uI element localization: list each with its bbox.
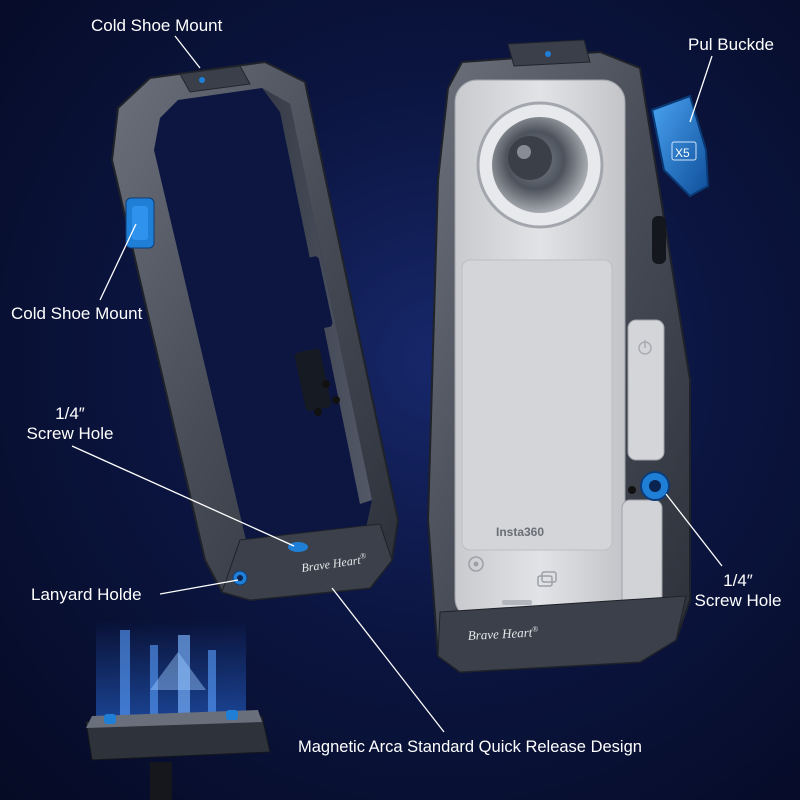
screw-hole-left-text: Screw Hole — [26, 424, 114, 443]
quick-release-label: Magnetic Arca Standard Quick Release Des… — [298, 738, 642, 756]
screw-hole-right-label: 1/4″ Screw Hole — [686, 571, 790, 611]
lanyard-label: Lanyard Holde — [31, 585, 142, 604]
record-icon — [468, 556, 484, 572]
cold-shoe-side-label: Cold Shoe Mount — [11, 304, 143, 323]
left-cage: Brave Heart® — [110, 60, 400, 602]
screw-hole-left-size: 1/4″ — [55, 404, 85, 423]
cold-shoe-top-label: Cold Shoe Mount — [91, 16, 223, 35]
buckle-label: X5 — [675, 146, 690, 160]
screw-hole-left-label: 1/4″ Screw Hole — [18, 404, 122, 444]
screw-hole-right-size: 1/4″ — [723, 571, 753, 590]
camera-brand: Insta360 — [496, 525, 544, 539]
right-cage: Insta360 Brave Heart® X5 — [426, 39, 710, 674]
power-icon — [638, 340, 652, 355]
switch-camera-icon — [537, 571, 557, 587]
pull-buckle-label: Pul Buckde — [688, 35, 774, 54]
quick-release-plate — [85, 620, 271, 800]
screw-hole-right-text: Screw Hole — [694, 591, 782, 610]
leader-lines — [71, 35, 723, 733]
right-cage-brand: Brave Heart® — [467, 624, 538, 643]
